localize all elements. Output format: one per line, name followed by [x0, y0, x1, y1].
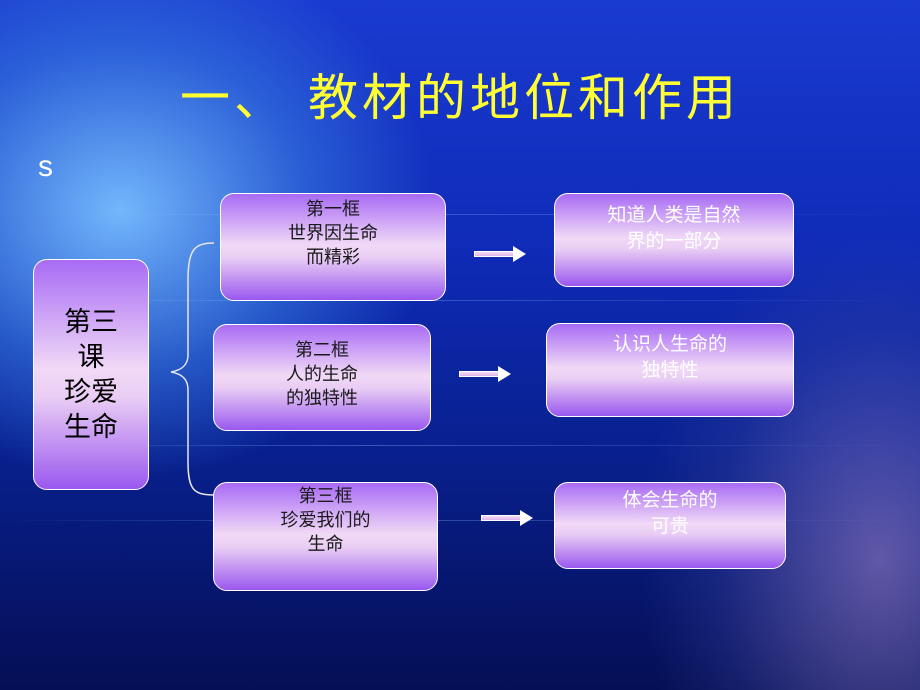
frame-line: 生命: [307, 534, 344, 555]
frame-box-1: 第一框 世界因生命 而精彩: [220, 193, 446, 301]
right-arrow-icon: [481, 510, 533, 526]
background-streak: [0, 445, 920, 446]
left-brace-icon: [170, 242, 215, 496]
frame-line: 第二框: [295, 340, 349, 361]
goal-line: 可贵: [650, 515, 689, 537]
background-streak: [0, 300, 920, 301]
frame-box-3: 第三框 珍爱我们的 生命: [213, 482, 438, 591]
goal-line: 界的一部分: [626, 230, 722, 252]
lesson-line: 珍爱: [64, 376, 118, 408]
frame-line: 而精彩: [306, 247, 360, 268]
frame-line: 人的生命: [286, 364, 358, 385]
lesson-box: 第三 课 珍爱 生命: [33, 259, 149, 490]
goal-line: 知道人类是自然: [607, 204, 741, 226]
background-streak: [0, 214, 920, 215]
slide-title: 一、 教材的地位和作用: [180, 69, 740, 127]
goal-box-1: 知道人类是自然 界的一部分: [554, 193, 794, 287]
background-streak: [0, 520, 920, 521]
frame-line: 的独特性: [286, 388, 358, 409]
frame-line: 世界因生命: [288, 223, 378, 244]
goal-line: 认识人生命的: [612, 333, 727, 355]
bullet-text: s: [38, 150, 53, 183]
frame-line: 珍爱我们的: [280, 510, 371, 531]
goal-line: 独特性: [641, 359, 699, 381]
frame-line: 第一框: [306, 199, 360, 220]
right-arrow-icon: [474, 246, 526, 262]
goal-box-2: 认识人生命的 独特性: [546, 323, 794, 417]
right-arrow-icon: [459, 366, 511, 382]
goal-line: 体会生命的: [622, 489, 718, 511]
frame-box-2: 第二框 人的生命 的独特性: [213, 324, 431, 431]
lesson-line: 课: [77, 341, 105, 373]
lesson-line: 第三: [64, 306, 118, 338]
lesson-line: 生命: [64, 411, 118, 443]
frame-line: 第三框: [298, 486, 353, 507]
goal-box-3: 体会生命的 可贵: [554, 482, 786, 569]
